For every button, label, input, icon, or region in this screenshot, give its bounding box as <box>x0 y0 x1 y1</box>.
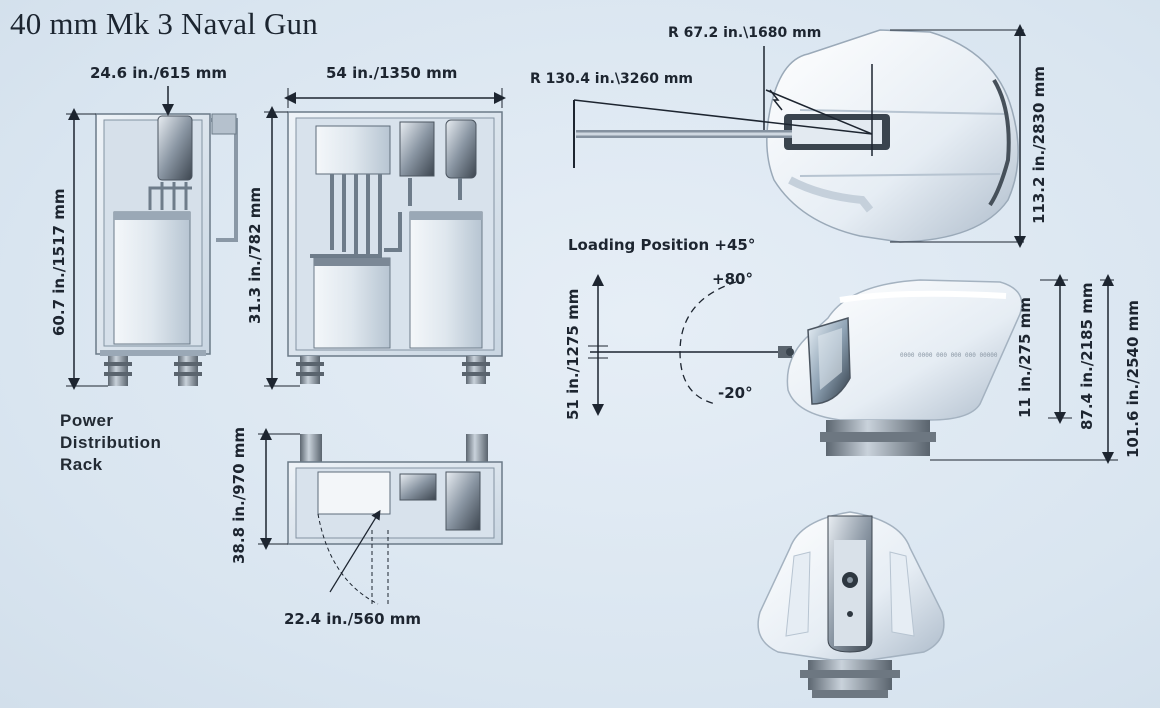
label-loading-position: Loading Position +45° <box>568 236 756 254</box>
label-base-swing: 22.4 in./560 mm <box>284 610 422 628</box>
turret-front-view <box>757 511 945 698</box>
rack-foot-right <box>174 356 202 386</box>
label-cabinet-width: 54 in./1350 mm <box>326 64 458 82</box>
rack-label-line-3: Rack <box>60 455 103 474</box>
cabinet-front-view <box>264 88 506 390</box>
diagram-title: 40 mm Mk 3 Naval Gun <box>10 6 318 41</box>
rack-label-line-1: Power <box>60 411 114 430</box>
label-elev-max: +80° <box>712 270 753 288</box>
label-trunnion-height: 11 in./275 mm <box>1016 297 1034 418</box>
turret-side-view <box>588 274 1118 464</box>
label-radius-outer: R 130.4 in.\3260 mm <box>530 71 694 87</box>
rack-foot-left <box>104 356 132 386</box>
rack-side-view <box>66 86 238 390</box>
turret-plan-view <box>573 24 1026 248</box>
label-elev-min: -20° <box>718 384 753 402</box>
rack-label: Power Distribution Rack <box>60 410 161 476</box>
label-turret-depth: 113.2 in./2830 mm <box>1030 66 1048 224</box>
cabinet-foot-right <box>462 356 490 384</box>
base-plan-view <box>258 428 503 605</box>
label-total-height: 101.6 in./2540 mm <box>1124 300 1142 458</box>
label-rack-top: 24.6 in./615 mm <box>90 64 228 82</box>
rack-label-line-2: Distribution <box>60 433 162 452</box>
label-cabinet-height: 31.3 in./782 mm <box>246 186 264 324</box>
label-radius-inner: R 67.2 in.\1680 mm <box>668 25 822 41</box>
cabinet-foot-left <box>296 356 324 384</box>
label-barrel-height: 51 in./1275 mm <box>564 288 582 420</box>
label-rack-height: 60.7 in./1517 mm <box>50 188 68 336</box>
label-base-height: 38.8 in./970 mm <box>230 426 248 564</box>
turret-marking: 0000 0000 000 000 000 00000 <box>900 352 998 359</box>
label-mount-height: 87.4 in./2185 mm <box>1078 282 1096 430</box>
